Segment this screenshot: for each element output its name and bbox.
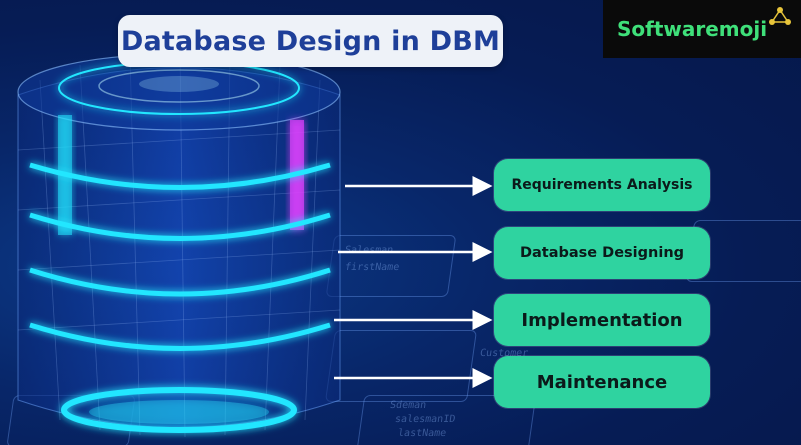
step-requirements-analysis: Requirements Analysis — [494, 159, 710, 211]
brand-logo-text: Softwaremoji — [617, 17, 768, 41]
title-box: Database Design in DBM — [118, 15, 503, 67]
cylinder-base — [61, 387, 297, 433]
step-implementation: Implementation — [494, 294, 710, 346]
step-database-designing: Database Designing — [494, 227, 710, 279]
brand-logo: Softwaremoji — [603, 0, 801, 58]
step-label: Requirements Analysis — [511, 177, 693, 193]
step-label: Maintenance — [536, 371, 668, 393]
step-label: Implementation — [521, 309, 683, 331]
glow-rings — [29, 162, 331, 351]
step-maintenance: Maintenance — [494, 356, 710, 408]
network-nodes-icon — [769, 7, 791, 25]
step-label: Database Designing — [519, 245, 685, 261]
diagram-title: Database Design in DBM — [120, 25, 501, 57]
